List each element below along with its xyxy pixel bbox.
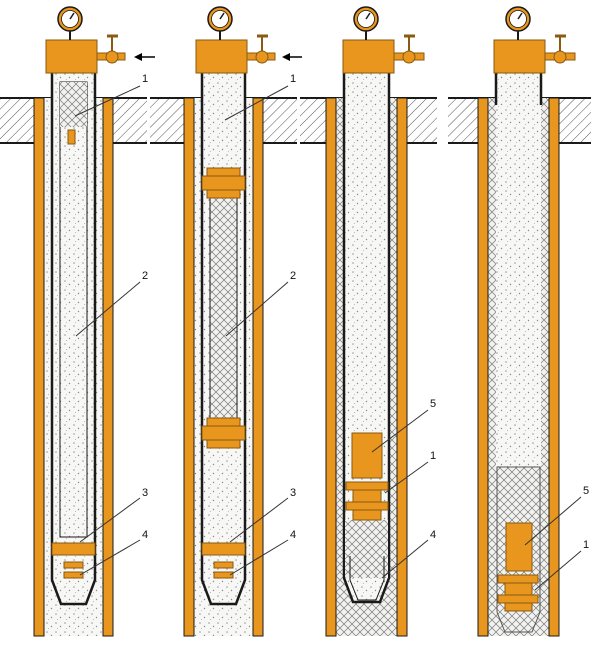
label-3: 3 [142, 487, 148, 499]
ground-hatch-right [407, 98, 437, 143]
panel-c: 5 1 4 [300, 6, 437, 637]
flow-arrow-head [134, 53, 142, 61]
ground-hatch-left [300, 98, 326, 143]
lower-plug-flange [201, 425, 246, 441]
plug-ring-mid [352, 489, 382, 503]
packer-plug [351, 432, 383, 479]
ground-hatch-left [0, 98, 34, 143]
leader-line-4 [79, 539, 141, 576]
ground-hatch-right [559, 98, 591, 143]
plug-ring-upper [345, 481, 389, 491]
float-valve-lower [63, 571, 84, 579]
casing-wall-left [183, 97, 195, 637]
plug-column [209, 179, 238, 433]
valve-icon [402, 50, 416, 64]
ground-hatch-left [150, 98, 184, 143]
upper-plug-flange [201, 175, 246, 191]
wellhead-body [45, 39, 98, 74]
leader-line-5 [524, 496, 582, 546]
gauge-needle [69, 12, 75, 20]
casing-wall-left [477, 97, 489, 637]
float-valve-lower [213, 571, 234, 579]
wellhead-body [195, 39, 248, 74]
casing-wall-right [252, 97, 264, 637]
plug-ring-base [504, 602, 533, 612]
leader-line-2 [225, 281, 289, 337]
cement-head-mesh [60, 82, 87, 127]
casing-wall-right [548, 97, 560, 637]
gauge-needle [219, 12, 225, 20]
label-2: 2 [142, 270, 148, 282]
label-1: 1 [142, 73, 148, 85]
leader-line-2 [75, 281, 141, 337]
float-valve-upper [213, 561, 234, 569]
gauge-needle [517, 12, 523, 20]
leader-line-1 [534, 550, 582, 591]
leader-line-3 [79, 497, 141, 543]
label-1: 1 [583, 539, 589, 551]
leader-line-1 [384, 461, 429, 494]
plug-ring-upper [497, 574, 539, 584]
leader-line-3 [229, 497, 289, 543]
valve-icon [255, 50, 269, 64]
label-1: 1 [430, 450, 436, 462]
wellhead-body [342, 39, 395, 74]
casing-wall-right [102, 97, 114, 637]
label-4: 4 [430, 529, 436, 541]
panel-a: 1 2 3 4 [0, 6, 155, 637]
casing-wall-right [396, 97, 408, 637]
plug-ring-mid [504, 582, 533, 596]
label-2: 2 [290, 270, 296, 282]
wellhead-body [493, 39, 546, 74]
bore-dots [496, 72, 541, 467]
casing-wall-left [325, 97, 337, 637]
label-3: 3 [290, 487, 296, 499]
leader-line-4 [381, 539, 429, 579]
casing-wall-left [33, 97, 45, 637]
dart-plug [67, 129, 76, 145]
label-1: 1 [290, 73, 296, 85]
flow-arrow-head [282, 53, 290, 61]
panel-d: 5 1 [448, 6, 591, 637]
leader-line-4 [229, 539, 289, 576]
label-4: 4 [290, 529, 296, 541]
valve-icon [553, 50, 567, 64]
ground-hatch-right [263, 98, 297, 143]
packer-plug [505, 522, 533, 572]
ground-hatch-right [113, 98, 147, 143]
leader-line-1 [74, 85, 141, 117]
shoe-ring [201, 542, 246, 556]
valve-icon [105, 50, 119, 64]
label-4: 4 [142, 529, 148, 541]
panel-b: 1 2 3 4 [150, 6, 302, 637]
label-5: 5 [583, 485, 589, 497]
float-valve-upper [63, 561, 84, 569]
plug-ring-lower [497, 594, 539, 604]
shoe-mesh [345, 520, 388, 578]
gauge-needle [365, 12, 371, 20]
shoe-ring [51, 542, 96, 556]
label-5: 5 [430, 398, 436, 410]
ground-hatch-left [448, 98, 478, 143]
cement-column [59, 81, 88, 538]
leader-line-5 [371, 409, 429, 453]
plug-ring-lower [345, 501, 389, 511]
plug-ring-base [352, 509, 382, 521]
leader-line-1 [224, 85, 289, 121]
